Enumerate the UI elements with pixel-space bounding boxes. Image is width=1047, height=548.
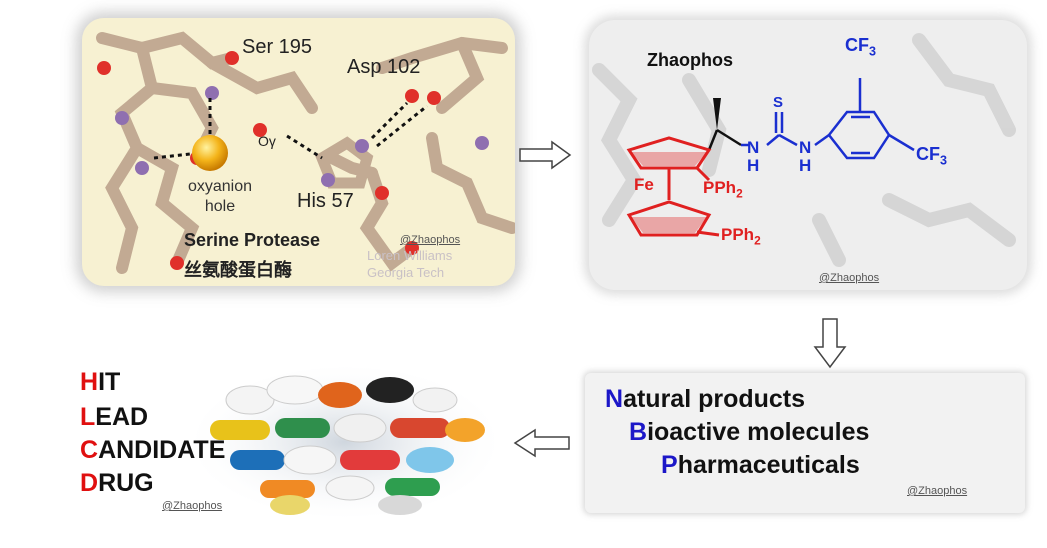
enzyme-active-site-panel: Ser 195 Asp 102 Oγ oxyanion hole His 57 …	[82, 18, 515, 286]
panel-title-chinese: 丝氨酸蛋白酶	[184, 260, 292, 280]
label-asp102: Asp 102	[347, 56, 421, 78]
sulfur-label: S	[773, 94, 784, 111]
protein-stick-model	[96, 31, 515, 274]
label-ogamma: Oγ	[258, 133, 276, 149]
credit-institution: Georgia Tech	[367, 265, 445, 280]
pph2-label-upper: PPh2	[703, 178, 743, 201]
panel-title: Serine Protease	[184, 230, 321, 250]
watermark: @Zhaophos	[400, 234, 461, 246]
watermark: @Zhaophos	[819, 272, 880, 284]
application-pharmaceuticals: Pharmaceuticals	[661, 451, 860, 479]
oxyanion-sphere	[192, 135, 228, 171]
watermark: @Zhaophos	[162, 500, 223, 512]
cf3-top-label: CF3	[845, 35, 877, 59]
label-his57: His 57	[297, 190, 354, 212]
nitrogen-label-1: N	[747, 138, 760, 157]
applications-panel: Natural products Bioactive molecules Pha…	[585, 373, 1025, 513]
arrow-left-icon	[513, 428, 570, 458]
label-hole: hole	[204, 198, 236, 215]
hydrogen-label-2: H	[799, 156, 812, 175]
catalyst-structure-panel: Zhaophos CF3 CF3 S N H N H Fe PPh2 PPh2 …	[589, 20, 1027, 290]
stage-drug: DRUG	[80, 469, 154, 497]
zhaophos-structure	[592, 33, 1016, 267]
label-ser195: Ser 195	[242, 36, 313, 58]
iron-label: Fe	[634, 175, 654, 194]
watermark: @Zhaophos	[907, 485, 968, 497]
label-oxyanion: oxyanion	[187, 178, 253, 195]
arrow-down-icon	[813, 318, 847, 369]
stage-lead: LEAD	[80, 403, 149, 431]
pills-image	[195, 367, 495, 517]
arrow-right-icon	[519, 140, 572, 170]
hydrogen-label-1: H	[747, 156, 760, 175]
pph2-label-lower: PPh2	[721, 225, 761, 248]
nitrogen-label-2: N	[799, 138, 812, 157]
cf3-right-label: CF3	[916, 144, 948, 168]
stage-hit: HIT	[80, 368, 121, 396]
stage-candidate: CANDIDATE	[80, 436, 226, 464]
credit-name: Loren Williams	[367, 248, 453, 263]
application-natural-products: Natural products	[605, 385, 806, 413]
catalyst-name: Zhaophos	[647, 50, 733, 70]
application-bioactive-molecules: Bioactive molecules	[629, 418, 870, 446]
